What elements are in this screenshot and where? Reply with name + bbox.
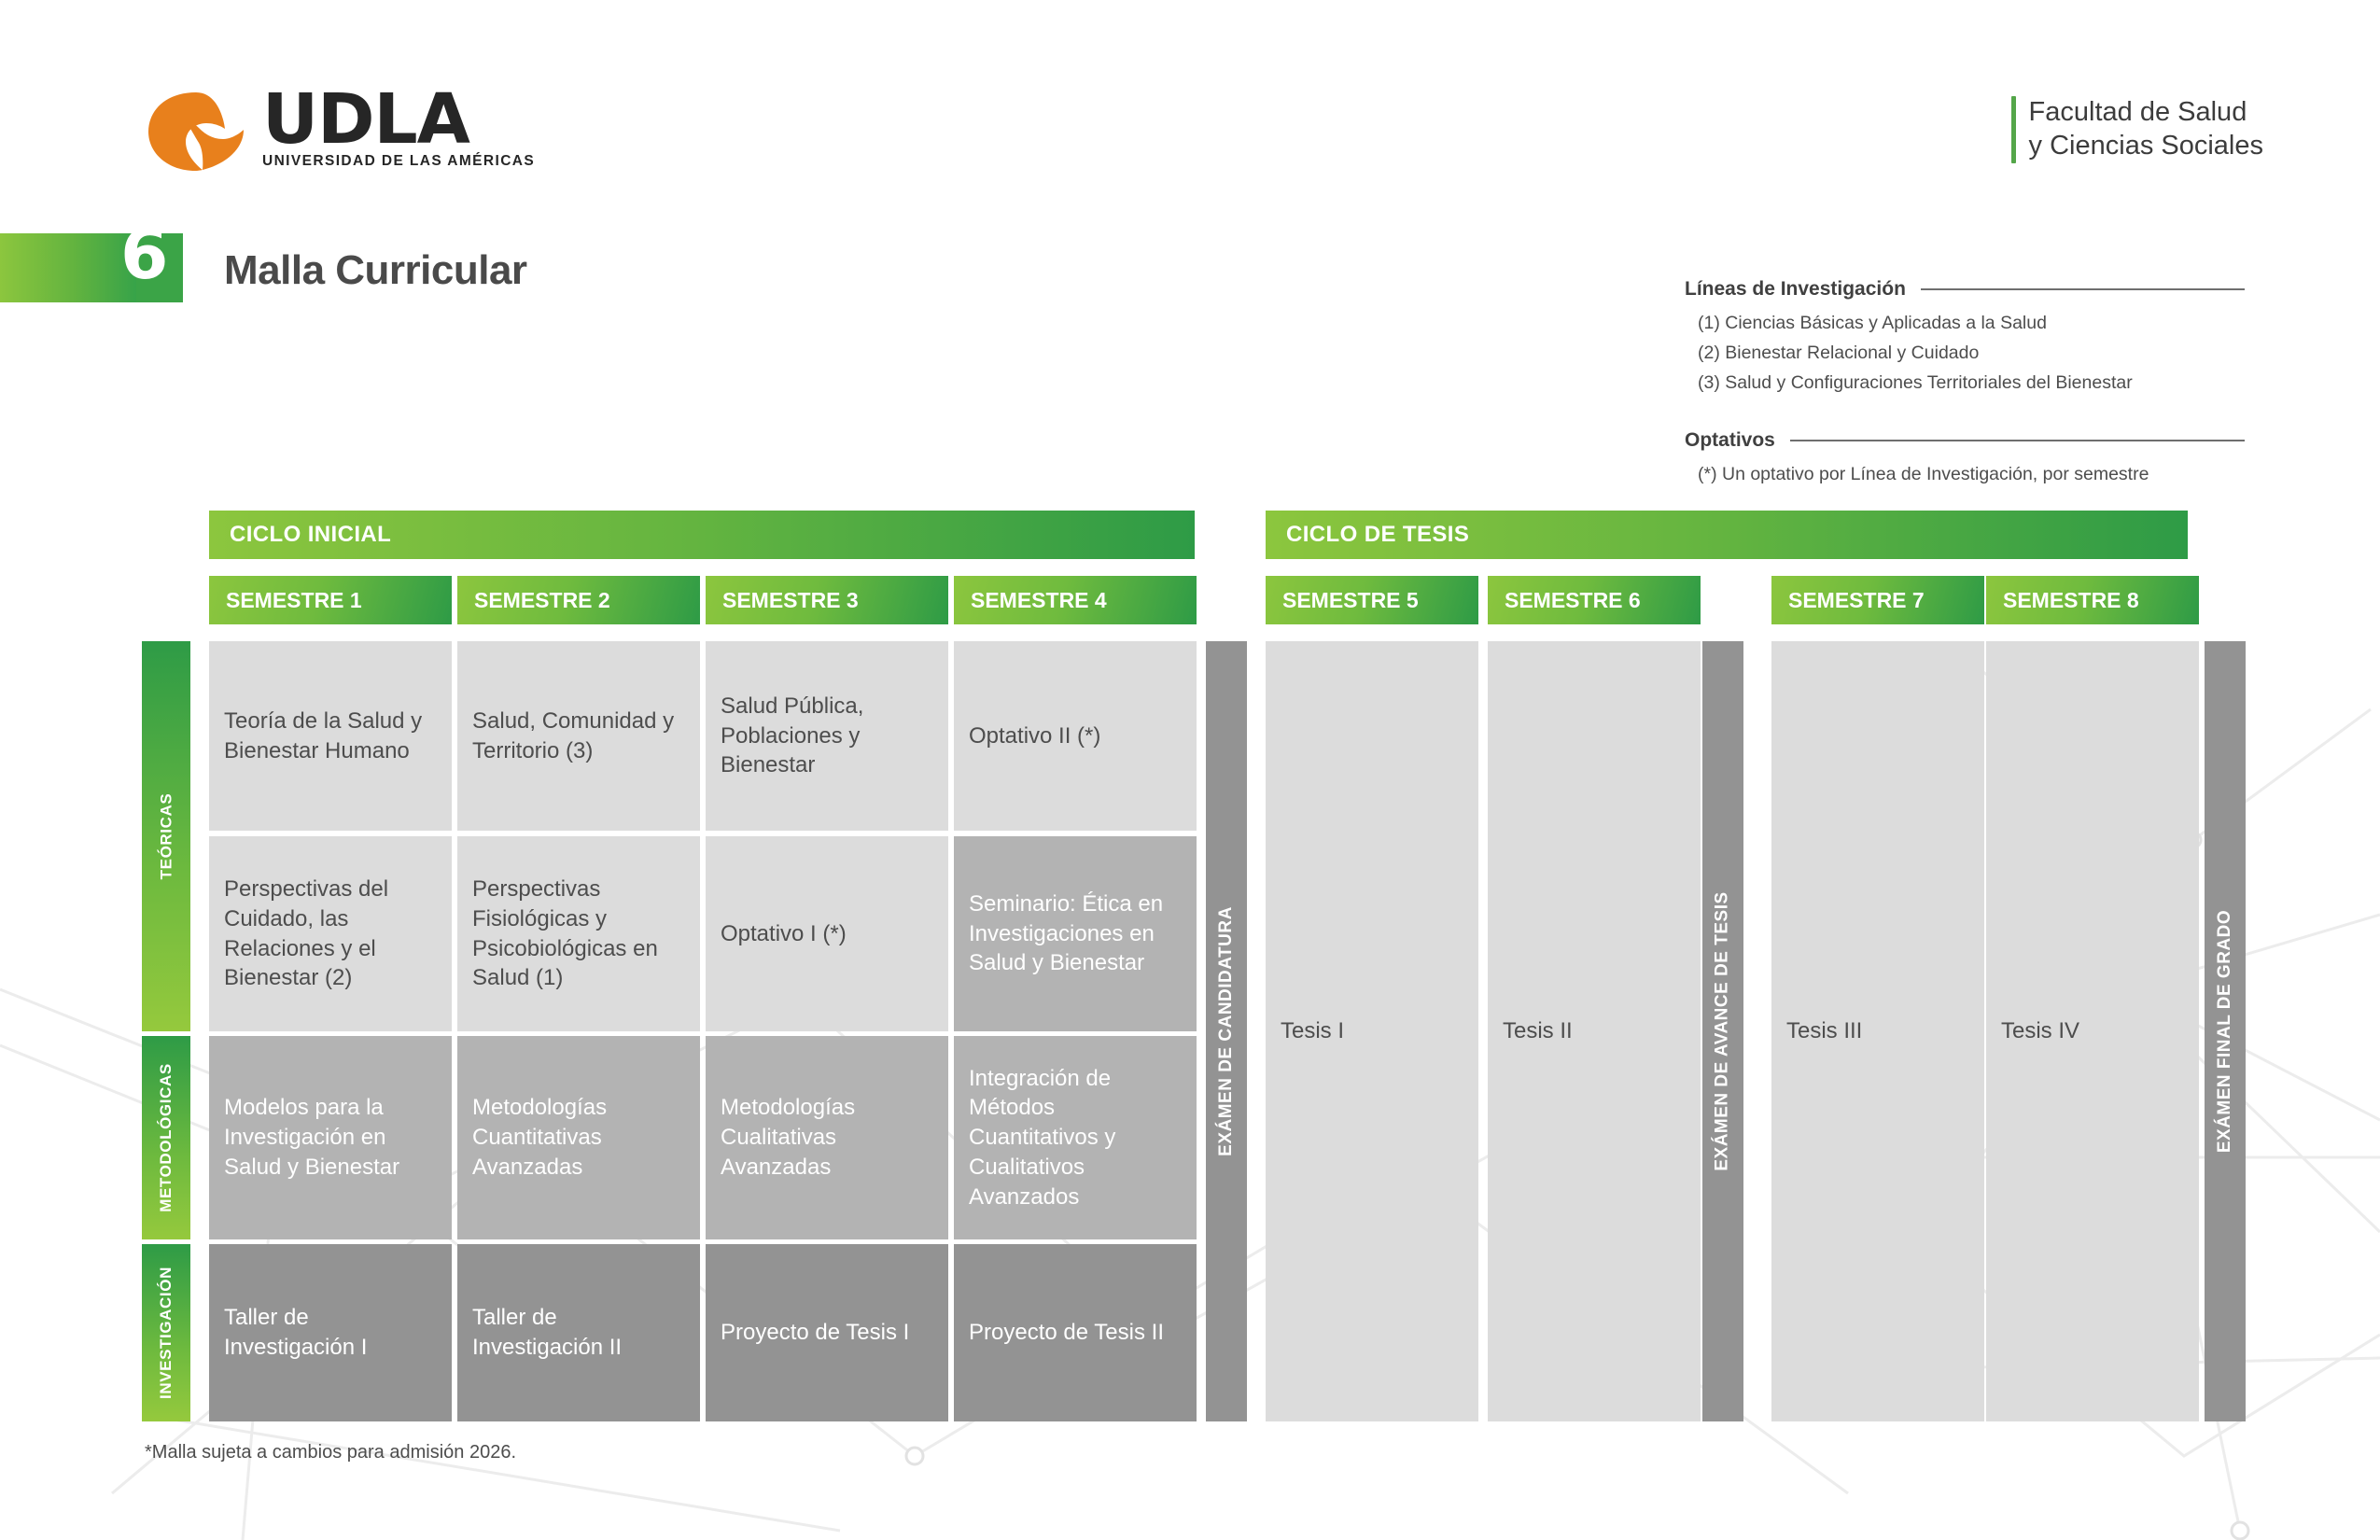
section-number-badge: 6 bbox=[120, 220, 183, 302]
faculty-title: Facultad de Salud y Ciencias Sociales bbox=[2010, 96, 2263, 163]
course-cell-t1-s2[interactable]: Salud, Comunidad y Territorio (3) bbox=[457, 641, 700, 831]
semester-chip-7[interactable]: SEMESTRE 7 bbox=[1771, 576, 1984, 624]
faculty-line-2: y Ciencias Sociales bbox=[2028, 130, 2263, 161]
cycle-bar-inicial: CICLO INICIAL bbox=[209, 511, 1195, 559]
course-cell-tesis-4[interactable]: Tesis IV bbox=[1986, 641, 2199, 1421]
course-cell-i-s1[interactable]: Taller de Investigación I bbox=[209, 1244, 452, 1421]
legend-panel: Líneas de Investigación (1) Ciencias Bás… bbox=[1685, 278, 2245, 490]
course-cell-t1-s3[interactable]: Salud Pública, Poblaciones y Bienestar bbox=[706, 641, 948, 831]
title-green-band bbox=[0, 233, 136, 302]
legend-rule bbox=[1920, 288, 2245, 290]
course-cell-m-s3[interactable]: Metodologías Cualitativas Avanzadas bbox=[706, 1036, 948, 1239]
course-cell-i-s4[interactable]: Proyecto de Tesis II bbox=[954, 1244, 1197, 1421]
legend-optativos-list: (*) Un optativo por Línea de Investigaci… bbox=[1685, 460, 2245, 490]
category-label-investigacion: INVESTIGACIÓN bbox=[142, 1244, 190, 1421]
legend-optativos-heading: Optativos bbox=[1685, 429, 1775, 452]
semester-chip-5[interactable]: SEMESTRE 5 bbox=[1266, 576, 1478, 624]
semester-chip-1[interactable]: SEMESTRE 1 bbox=[209, 576, 452, 624]
course-cell-i-s2[interactable]: Taller de Investigación II bbox=[457, 1244, 700, 1421]
legend-optativos-note: (*) Un optativo por Línea de Investigaci… bbox=[1698, 464, 2149, 485]
cycle-bar-tesis: CICLO DE TESIS bbox=[1266, 511, 2188, 559]
logo-wordmark: UDLA bbox=[262, 79, 470, 161]
legend-item-2: (2) Bienestar Relacional y Cuidado bbox=[1698, 342, 1980, 363]
course-cell-m-s1[interactable]: Modelos para la Investigación en Salud y… bbox=[209, 1036, 452, 1239]
logo-tagline: UNIVERSIDAD DE LAS AMÉRICAS bbox=[262, 152, 536, 169]
exam-bar-candidatura: EXÁMEN DE CANDIDATURA bbox=[1206, 641, 1247, 1421]
udla-logo-icon bbox=[145, 89, 247, 173]
udla-logo: UDLA UNIVERSIDAD DE LAS AMÉRICAS bbox=[145, 79, 536, 173]
faculty-accent-bar bbox=[2010, 96, 2016, 163]
course-cell-m-s4[interactable]: Integración de Métodos Cuantitativos y C… bbox=[954, 1036, 1197, 1239]
exam-bar-avance-tesis: EXÁMEN DE AVANCE DE TESIS bbox=[1702, 641, 1743, 1421]
semester-chip-8[interactable]: SEMESTRE 8 bbox=[1986, 576, 2199, 624]
semester-chip-6[interactable]: SEMESTRE 6 bbox=[1488, 576, 1701, 624]
legend-item-3: (3) Salud y Configuraciones Territoriale… bbox=[1698, 371, 2133, 393]
category-label-teoricas: TEÓRICAS bbox=[142, 641, 190, 1031]
course-cell-tesis-3[interactable]: Tesis III bbox=[1771, 641, 1984, 1421]
course-cell-tesis-2[interactable]: Tesis II bbox=[1488, 641, 1701, 1421]
course-cell-t2-s3[interactable]: Optativo I (*) bbox=[706, 836, 948, 1031]
course-cell-m-s2[interactable]: Metodologías Cuantitativas Avanzadas bbox=[457, 1036, 700, 1239]
course-cell-t2-s4[interactable]: Seminario: Ética en Investigaciones en S… bbox=[954, 836, 1197, 1031]
exam-bar-final-grado: EXÁMEN FINAL DE GRADO bbox=[2205, 641, 2246, 1421]
legend-lineas-list: (1) Ciencias Básicas y Aplicadas a la Sa… bbox=[1685, 309, 2245, 398]
legend-lineas-heading: Líneas de Investigación bbox=[1685, 278, 1906, 300]
course-cell-t2-s1[interactable]: Perspectivas del Cuidado, las Relaciones… bbox=[209, 836, 452, 1031]
footnote: *Malla sujeta a cambios para admisión 20… bbox=[145, 1442, 516, 1463]
legend-lineas-header: Líneas de Investigación bbox=[1685, 278, 2245, 301]
section-number: 6 bbox=[120, 215, 169, 295]
course-cell-i-s3[interactable]: Proyecto de Tesis I bbox=[706, 1244, 948, 1421]
legend-rule-2 bbox=[1789, 440, 2245, 442]
faculty-line-1: Facultad de Salud bbox=[2028, 97, 2247, 127]
legend-optativos-header: Optativos bbox=[1685, 429, 2245, 452]
course-cell-t1-s4[interactable]: Optativo II (*) bbox=[954, 641, 1197, 831]
course-cell-tesis-1[interactable]: Tesis I bbox=[1266, 641, 1478, 1421]
category-label-metodologicas: METODOLÓGICAS bbox=[142, 1036, 190, 1239]
course-cell-t1-s1[interactable]: Teoría de la Salud y Bienestar Humano bbox=[209, 641, 452, 831]
legend-item-1: (1) Ciencias Básicas y Aplicadas a la Sa… bbox=[1698, 313, 2047, 333]
semester-chip-4[interactable]: SEMESTRE 4 bbox=[954, 576, 1197, 624]
course-cell-t2-s2[interactable]: Perspectivas Fisiológicas y Psicobiológi… bbox=[457, 836, 700, 1031]
semester-chip-2[interactable]: SEMESTRE 2 bbox=[457, 576, 700, 624]
semester-chip-3[interactable]: SEMESTRE 3 bbox=[706, 576, 948, 624]
page-title: Malla Curricular bbox=[224, 247, 527, 293]
